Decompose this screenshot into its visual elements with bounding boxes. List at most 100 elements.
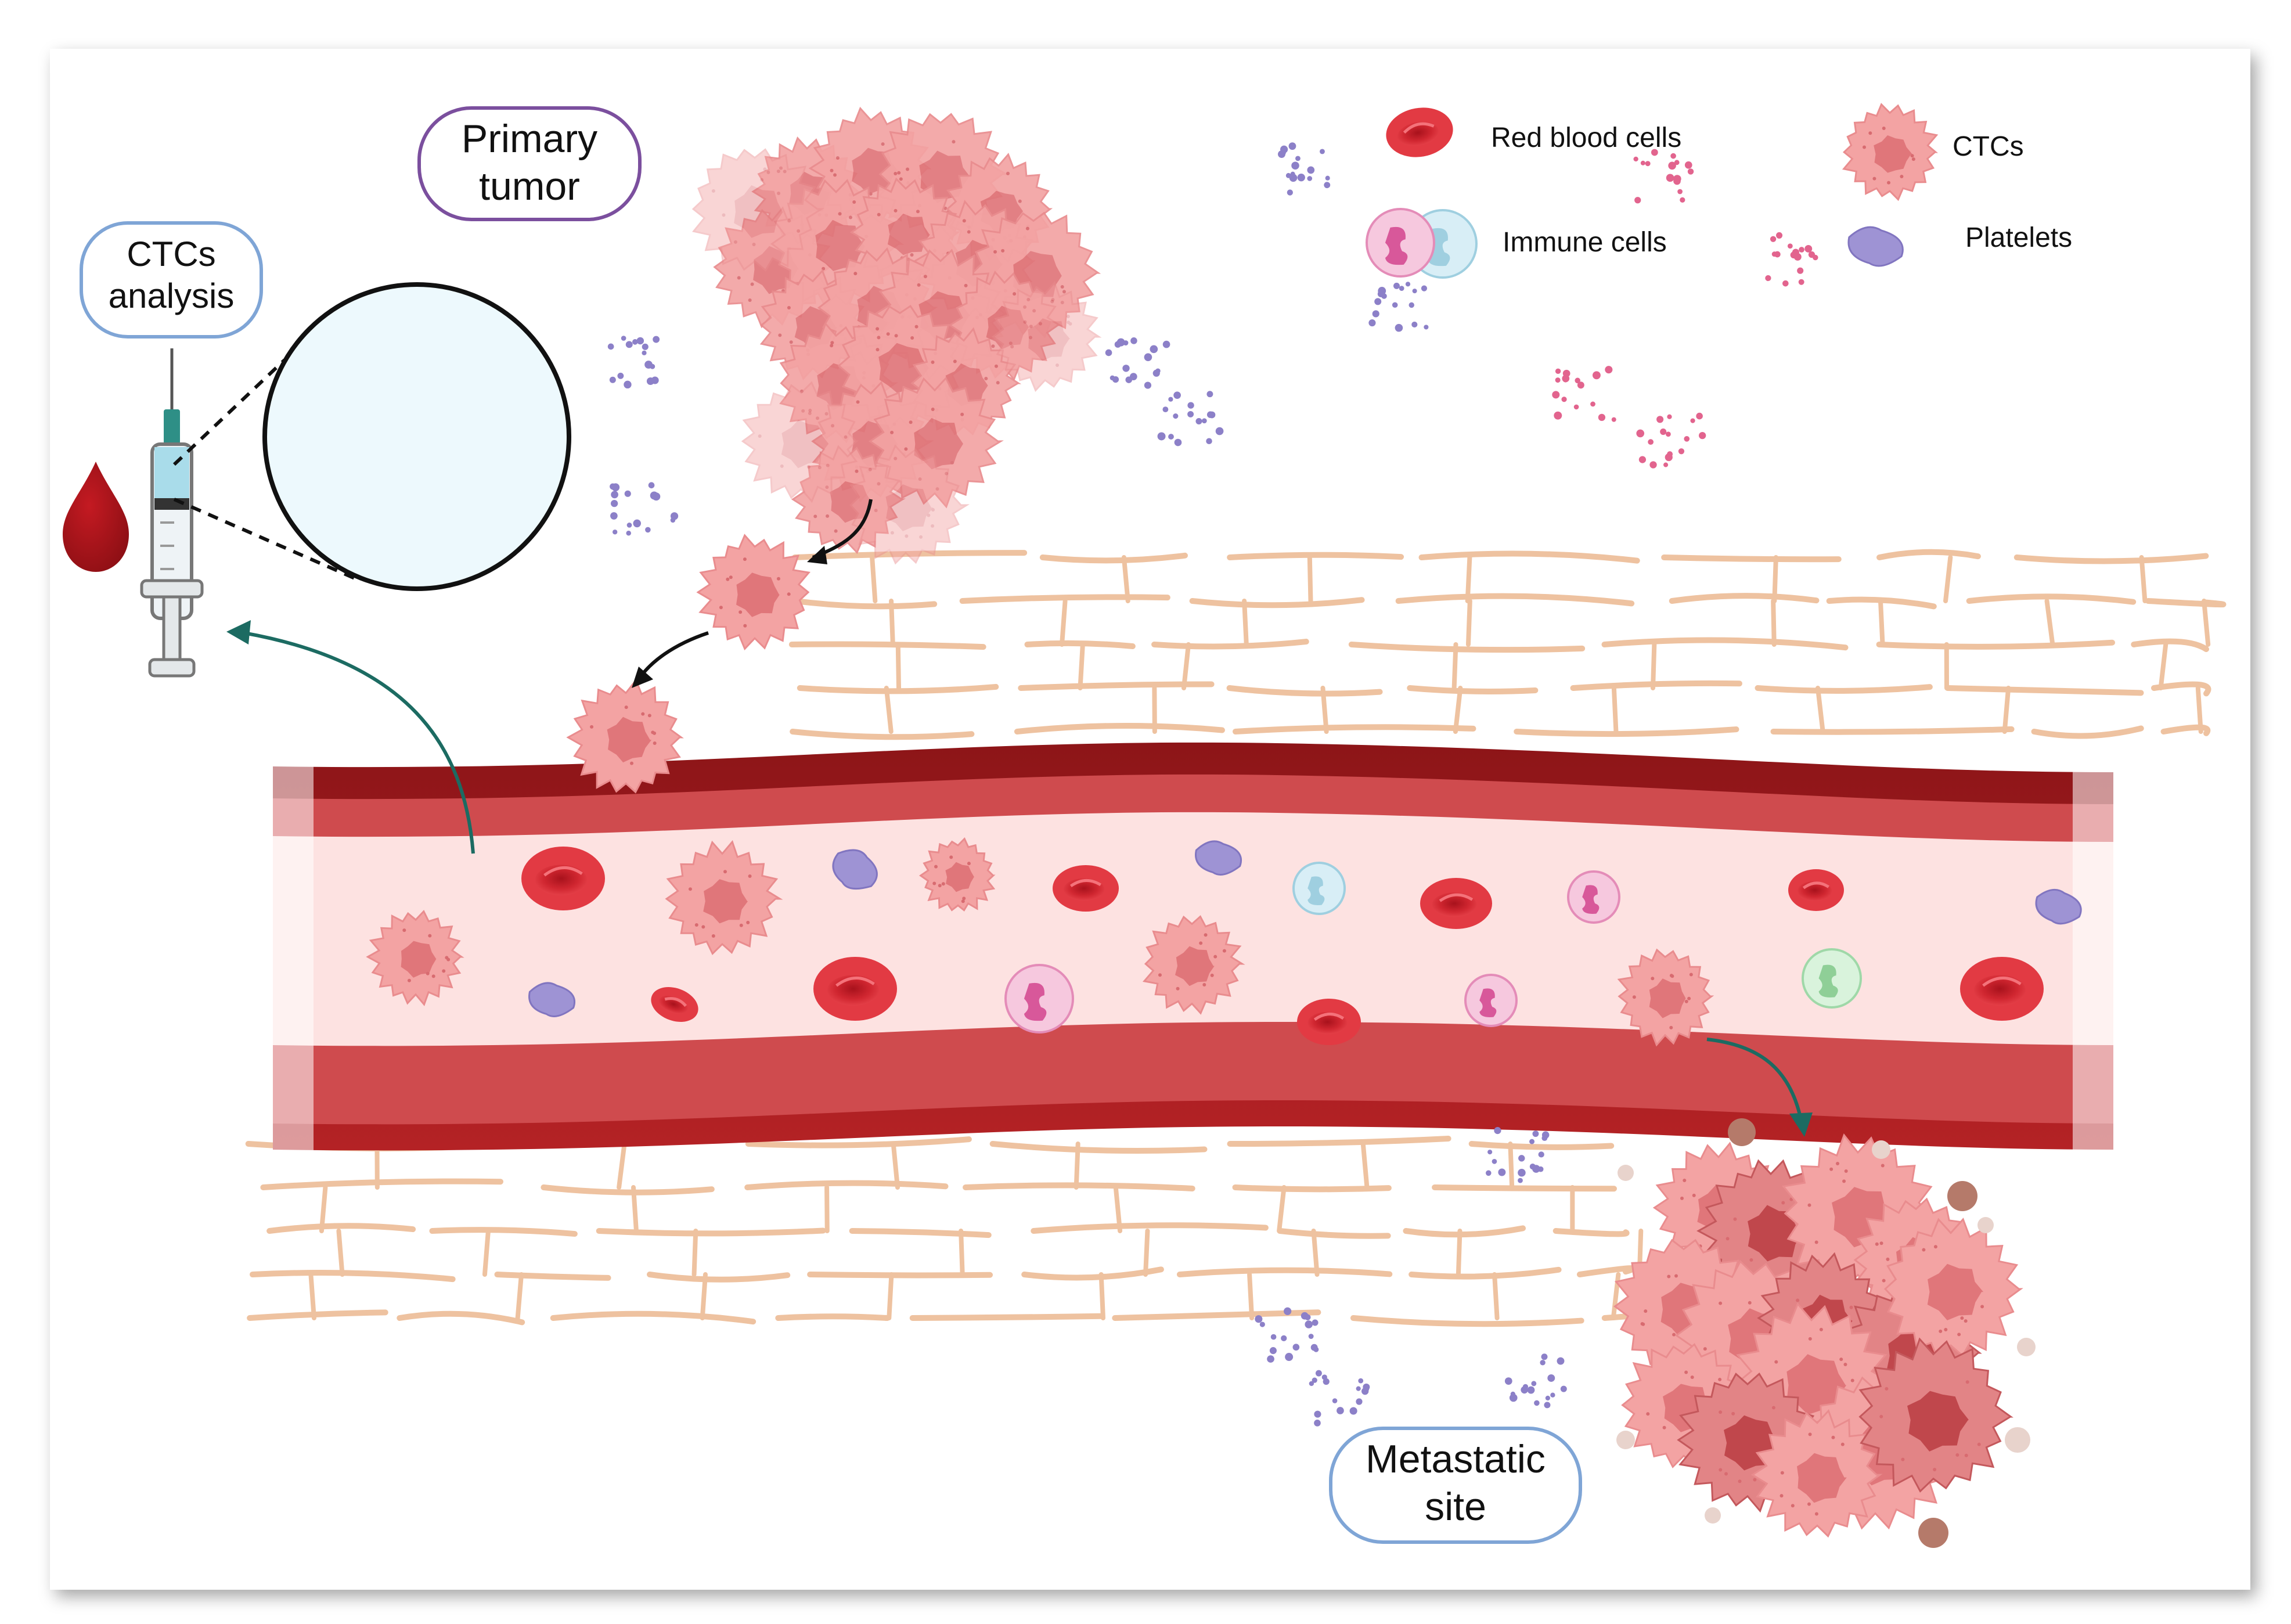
ctc-granule [1204,933,1208,937]
particle [1314,1410,1321,1418]
particle [1678,448,1685,455]
collagen-fiber [1018,681,1215,691]
ctc-granule [834,529,838,533]
collagen-crosslink [1815,686,1825,734]
ctc-granule [876,327,880,331]
particle [1349,1407,1357,1415]
particle [1684,435,1690,442]
ctc-granule [824,412,828,416]
ctc-granule [938,884,942,888]
ctc-granule [711,934,715,938]
ctc-granule [910,336,914,340]
collagen-crosslink [700,1272,708,1320]
microenvironment-particle [2005,1427,2030,1453]
ctcs-analysis-callout: CTCs analysis [80,221,263,339]
circulating-ctc [1617,948,1714,1047]
ctc-granule [402,928,406,932]
platelet [1195,840,1242,876]
particle [632,339,638,345]
collagen-fiber [1176,1267,1393,1277]
particle [624,380,632,389]
collagen-fiber [1407,685,1539,694]
ctc-granule [801,409,805,413]
ctc-granule [1029,325,1033,329]
ctc-granule [1774,1360,1778,1364]
particle [1174,438,1182,446]
particle [1374,298,1382,305]
particle [1168,434,1174,440]
ctc-granule [996,381,1000,385]
immune-nucleus [1818,964,1838,998]
ctc-granule [1023,305,1027,309]
particle [1356,1398,1363,1405]
ctc-granule [1026,297,1031,301]
ctc-granule [853,272,858,276]
collagen-fiber [963,1182,1195,1191]
particle [1577,381,1584,389]
collagen-fiber [790,729,975,740]
collagen-fiber [1576,1265,1637,1277]
collagen-fiber [1226,685,1383,697]
ctc-granule [1719,1301,1723,1305]
primary-tumor-cell [691,148,825,272]
microenvironment-particle [1616,1431,1635,1449]
particle [1518,1168,1526,1177]
rbc-highlight [1403,122,1435,134]
collagen-fiber [1770,726,2015,735]
particle [1770,236,1777,242]
particle [1421,285,1428,291]
particle [1290,171,1295,177]
collagen-crosslink [891,1142,900,1190]
ctc-granule [653,741,657,745]
particle [1592,371,1601,380]
ctc-nucleus [1786,1354,1847,1415]
ctc-granule [1819,1327,1823,1331]
particle [1259,1321,1265,1327]
collagen-crosslink [1320,686,1329,734]
legend-platelets-label: Platelets [1965,222,2072,253]
particle [1395,323,1403,332]
collagen-fiber [745,1136,972,1148]
particle [1560,1385,1567,1392]
ctc-granule [813,514,817,518]
red-blood-cell [1420,878,1492,929]
particle [1808,251,1815,258]
particle [1187,402,1194,409]
ctc-granule [1849,1305,1853,1309]
ctc-granule [899,177,903,181]
collagen-fiber [797,683,999,694]
ctc-granule [923,275,927,279]
red-blood-cell [813,957,897,1021]
ctc-granule [748,874,752,878]
collagen-fiber [1031,1222,1269,1234]
ctc-granule [868,467,872,471]
metastatic-site-label-line1: Metastatic [1366,1437,1546,1481]
particle [1332,1398,1338,1403]
ctc-granule [869,192,873,196]
ctc-granule [1018,199,1022,203]
ctc-granule [1836,1162,1840,1166]
particle [607,343,614,350]
particle [1684,161,1692,169]
particle [1640,160,1645,165]
collagen-fiber [1232,1184,1392,1193]
collagen-crosslink [887,1272,894,1320]
ctc-nucleus [781,420,829,469]
ctc-granule [1900,174,1904,178]
particle [1285,1353,1294,1362]
ctc-granule [1210,973,1214,977]
ctc-granule [855,469,859,473]
ctc-granule [641,712,645,716]
red-blood-cell [1788,869,1844,911]
ctc-granule [1669,974,1673,978]
ctc-granule [1680,1196,1684,1200]
ctc-granule [653,731,657,735]
ctc-nucleus [945,862,975,892]
particle [1670,153,1676,159]
ctc-granule [1922,1248,1926,1252]
particle [1638,456,1647,463]
ctc-granule [1807,1502,1811,1506]
ctc-granule [825,485,829,489]
ctc-granule [624,705,628,710]
immune-cell [1004,964,1074,1034]
